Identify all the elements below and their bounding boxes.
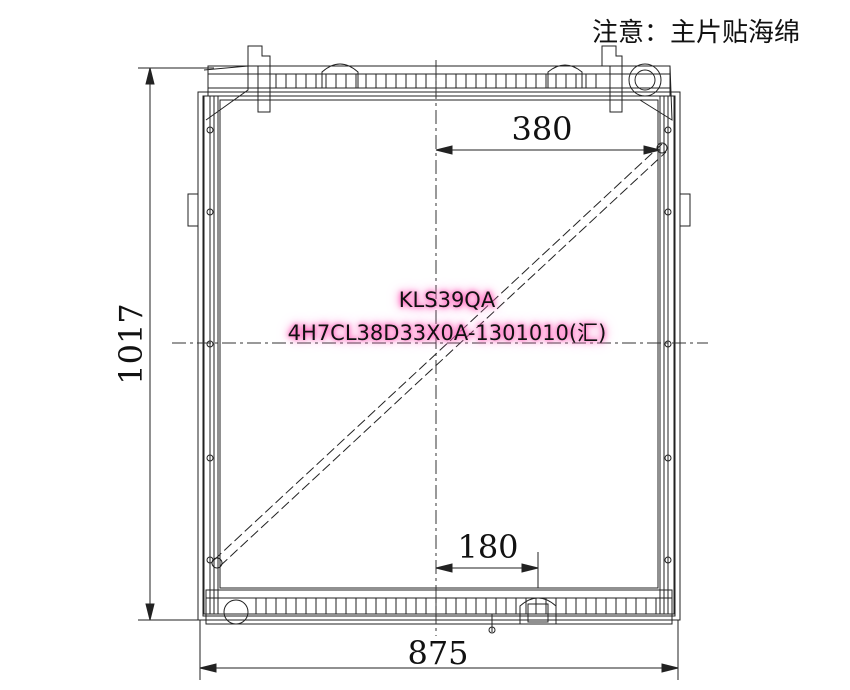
dimension-height-label: 1017 — [112, 303, 150, 384]
diagonal-brace — [211, 142, 668, 569]
dimension-380 — [435, 145, 661, 155]
dimension-380-label: 380 — [511, 110, 572, 148]
dimension-height — [138, 67, 214, 621]
model-code: KLS39QA — [398, 288, 496, 312]
dimension-width-label: 875 — [407, 634, 468, 672]
side-tabs — [187, 126, 691, 564]
radiator-frame — [197, 91, 681, 621]
part-number: 4H7CL38D33X0A-1301010(汇) — [287, 321, 607, 345]
dimension-180-label: 180 — [457, 528, 518, 566]
top-tank — [203, 45, 673, 121]
part-label: KLS39QA 4H7CL38D33X0A-1301010(汇) — [232, 284, 662, 350]
dimension-180 — [435, 552, 539, 588]
bottom-tank — [205, 589, 673, 634]
note-text: 注意：主片贴海绵 — [592, 18, 801, 48]
dimension-width — [199, 620, 679, 680]
center-lines — [172, 60, 708, 636]
